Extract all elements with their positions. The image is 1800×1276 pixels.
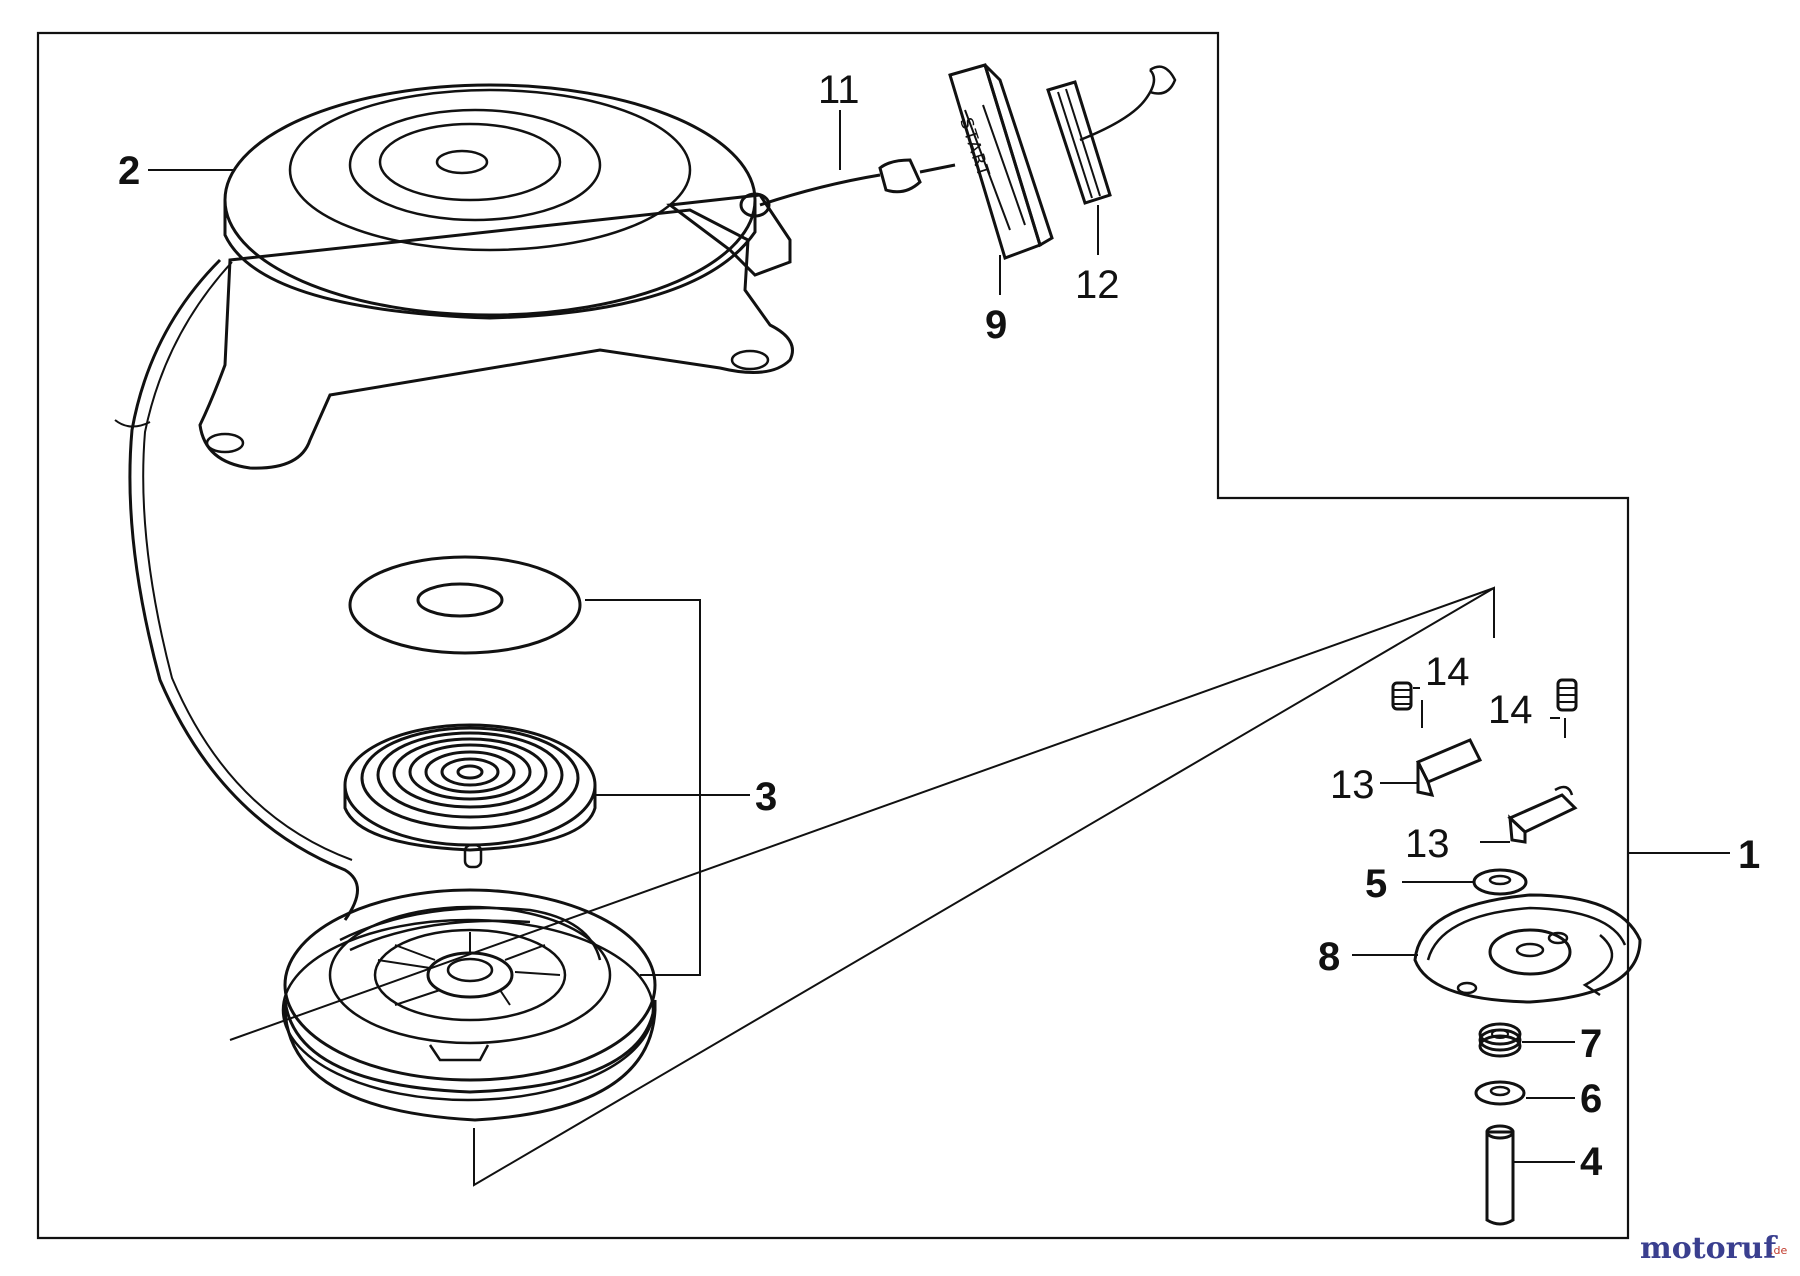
callout-14b: 14 — [1488, 688, 1533, 732]
callout-1: 1 — [1738, 833, 1760, 877]
rope-grommet — [878, 158, 922, 194]
handle-start-label: START — [955, 115, 993, 181]
callout-13b: 13 — [1405, 822, 1450, 866]
ratchet-spring-right — [1556, 678, 1578, 712]
ratchet-pawl-right — [1507, 785, 1578, 844]
callout-5: 5 — [1365, 862, 1387, 906]
callout-9: 9 — [985, 303, 1007, 347]
svg-text:.de: .de — [1770, 1244, 1787, 1257]
callout-6: 6 — [1580, 1077, 1602, 1121]
handle-grip — [1046, 65, 1177, 205]
starter-handle: START — [948, 63, 1054, 260]
spring-plate — [348, 555, 582, 655]
exploded-axis-line — [473, 586, 1495, 1187]
friction-plate — [1413, 893, 1642, 1004]
friction-spring — [1478, 1022, 1522, 1058]
callout-11: 11 — [818, 68, 860, 112]
callout-12: 12 — [1075, 263, 1120, 307]
ratchet-pawl-left — [1415, 738, 1483, 798]
callout-14a: 14 — [1425, 650, 1470, 694]
callout-2: 2 — [118, 149, 140, 193]
handle-rope — [759, 173, 881, 207]
washer-5 — [1472, 868, 1528, 896]
washer-6 — [1474, 1080, 1526, 1106]
center-pin — [1485, 1124, 1515, 1226]
recoil-starter-case — [198, 83, 794, 470]
watermark-logo: motoruf .de — [1640, 1231, 1787, 1266]
starter-rope — [128, 258, 359, 921]
bracket-3 — [585, 599, 701, 976]
starter-pulley — [281, 888, 657, 1122]
svg-text:motoruf: motoruf — [1640, 1231, 1778, 1266]
callout-13a: 13 — [1330, 763, 1375, 807]
ratchet-spring-left — [1391, 681, 1413, 711]
callout-4: 4 — [1580, 1140, 1603, 1184]
callout-8: 8 — [1318, 935, 1340, 979]
callout-7: 7 — [1580, 1022, 1602, 1066]
assembly-boundary — [36, 31, 1630, 1240]
recoil-spring — [343, 723, 597, 869]
exploded-axis-line-2 — [229, 587, 1495, 1041]
callout-3: 3 — [755, 775, 777, 819]
